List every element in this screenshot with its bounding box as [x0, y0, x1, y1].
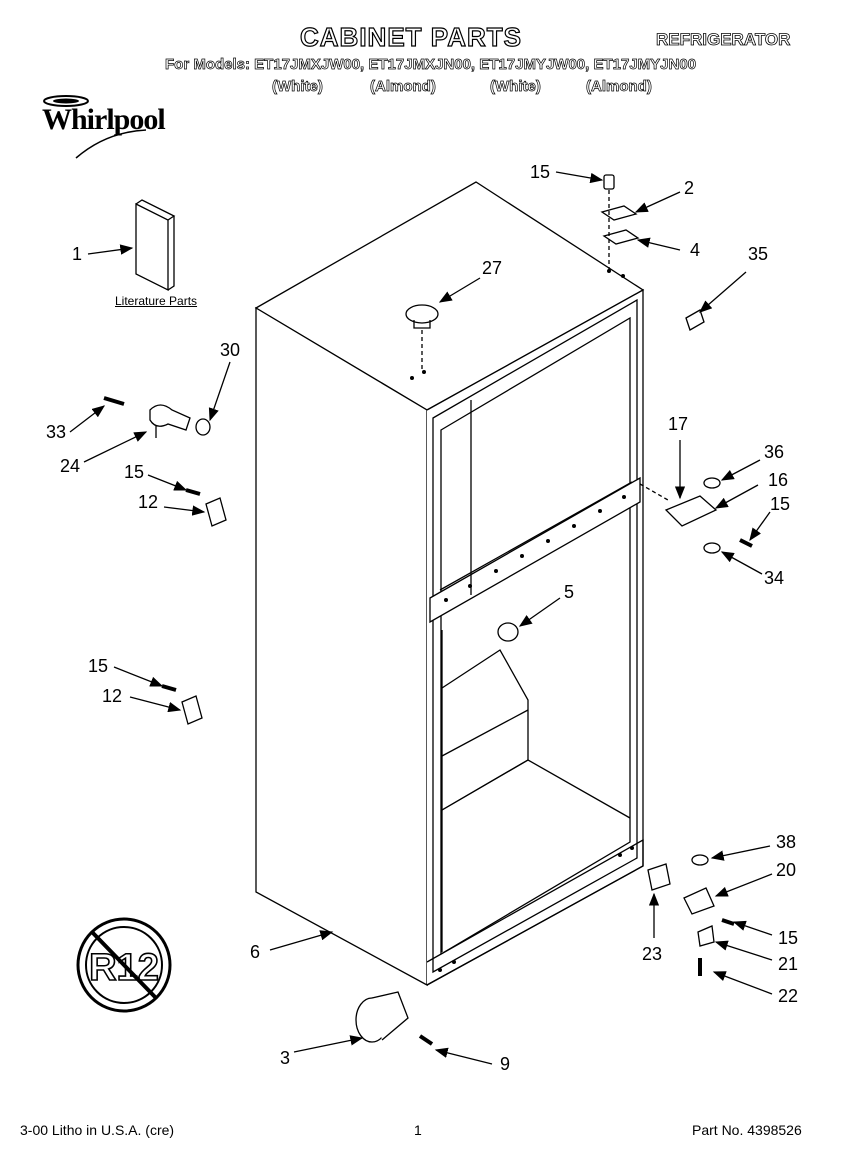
callout-23: 23	[642, 944, 663, 964]
bottom-hinge-assembly	[647, 854, 735, 976]
callout-34: 34	[764, 568, 785, 588]
brand-logo	[36, 92, 186, 162]
callout-15: 15	[530, 162, 551, 182]
callout-35: 35	[748, 244, 769, 264]
callout-30: 30	[220, 340, 241, 360]
appliance-category: REFRIGERATOR	[656, 30, 791, 50]
door-stop-assembly	[103, 396, 211, 438]
top-hinge-assembly	[600, 174, 705, 331]
callout-6: 6	[250, 942, 261, 962]
plug-button-27	[405, 304, 439, 372]
finish-label: (Almond)	[370, 78, 437, 96]
refrigerator-cabinet	[254, 181, 645, 987]
callout-21: 21	[778, 954, 799, 974]
callout-9: 9	[500, 1054, 511, 1074]
callout-4: 4	[690, 240, 701, 260]
footer-page-number: 1	[414, 1122, 422, 1138]
callout-15: 15	[770, 494, 791, 514]
knob-5	[497, 622, 519, 642]
callout-1: 1	[72, 244, 83, 264]
models-line: For Models: ET17JMXJW00, ET17JMXJN00, ET…	[165, 56, 697, 74]
callout-12: 12	[102, 686, 123, 706]
callout-3: 3	[280, 1048, 291, 1068]
callout-15: 15	[124, 462, 145, 482]
callout-38: 38	[776, 832, 797, 852]
bracket-12-upper	[185, 488, 227, 527]
logo-swoosh-icon	[43, 95, 147, 159]
callout-27: 27	[482, 258, 503, 278]
literature-parts-label: Literature Parts	[115, 294, 198, 308]
rail-holes	[410, 269, 634, 972]
callout-36: 36	[764, 442, 785, 462]
bracket-12-lower	[161, 684, 203, 725]
badge-text: R12	[89, 947, 159, 989]
callout-16: 16	[768, 470, 789, 490]
callout-15: 15	[88, 656, 109, 676]
leader-arrows	[69, 171, 773, 1065]
front-leveling-leg	[355, 991, 434, 1046]
finish-label: (Almond)	[586, 78, 653, 96]
callout-22: 22	[778, 986, 799, 1006]
page-title: CABINET PARTS	[299, 21, 522, 52]
literature-booklet	[135, 199, 176, 292]
footer-litho: 3-00 Litho in U.S.A. (cre)	[20, 1122, 175, 1138]
callout-20: 20	[776, 860, 797, 880]
callout-17: 17	[668, 414, 689, 434]
r12-prohibited-badge: R12	[76, 917, 172, 1013]
footer-part-number: Part No. 4398526	[692, 1122, 802, 1138]
callout-15: 15	[778, 928, 799, 948]
callout-2: 2	[684, 178, 695, 198]
callout-33: 33	[46, 422, 67, 442]
finish-label: (White)	[272, 78, 324, 96]
callout-24: 24	[60, 456, 81, 476]
callout-12: 12	[138, 492, 159, 512]
brand-name: Whirlpool	[42, 103, 166, 136]
center-hinge-assembly	[639, 477, 753, 554]
finish-label: (White)	[490, 78, 542, 96]
callout-5: 5	[564, 582, 575, 602]
